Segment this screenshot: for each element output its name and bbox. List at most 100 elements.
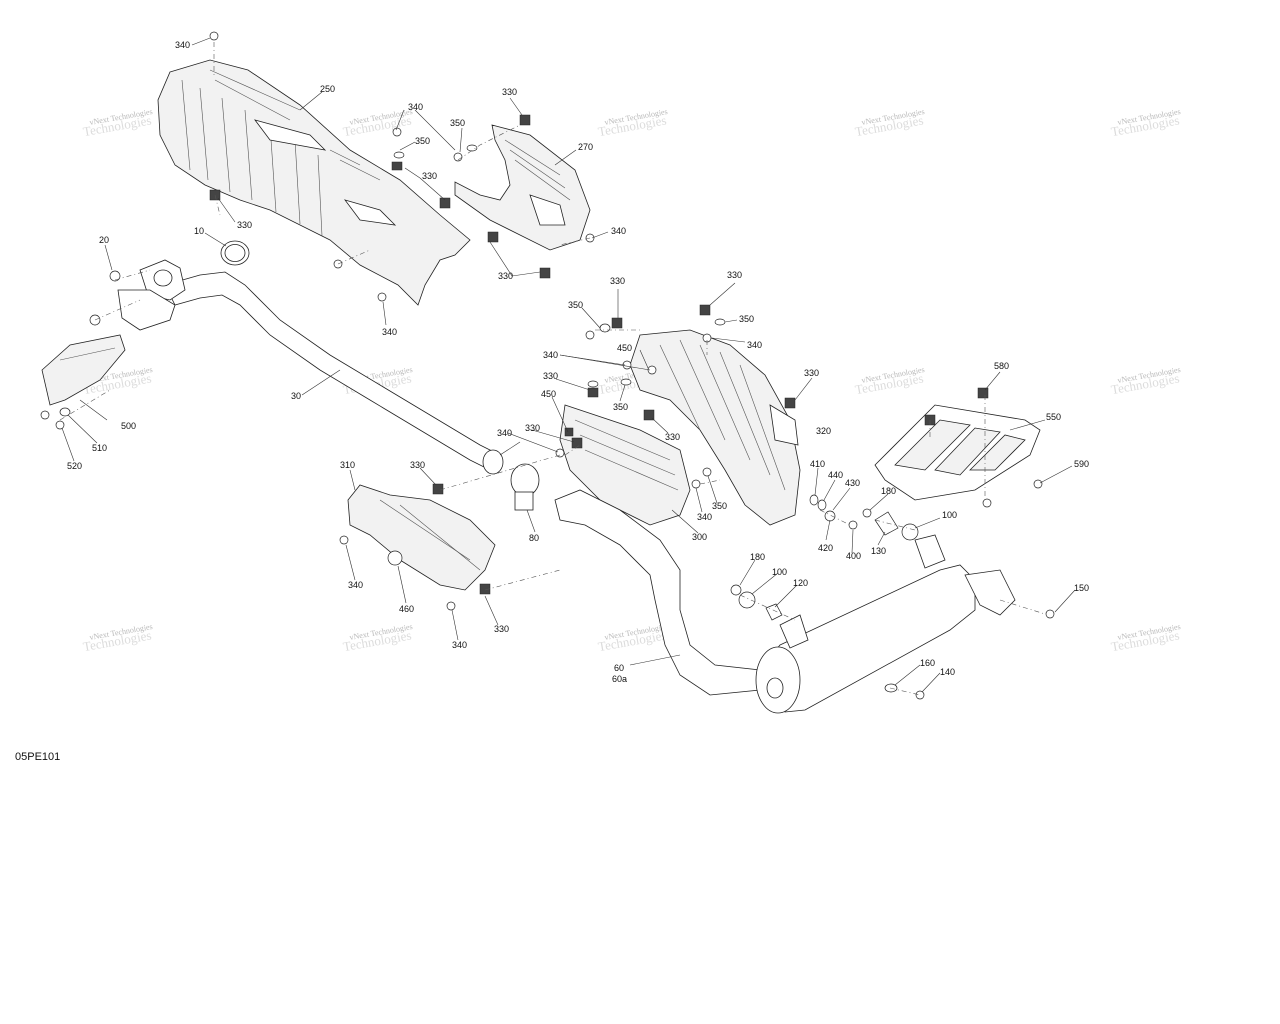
callout-label[interactable]: 340 bbox=[408, 102, 423, 112]
callout-label[interactable]: 330 bbox=[422, 171, 437, 181]
bolt-icon[interactable] bbox=[377, 292, 387, 302]
callout-label[interactable]: 510 bbox=[92, 443, 107, 453]
gasket-10[interactable] bbox=[220, 240, 250, 266]
callout-label[interactable]: 350 bbox=[415, 136, 430, 146]
callout-label[interactable]: 450 bbox=[617, 343, 632, 353]
clip-icon[interactable] bbox=[519, 114, 531, 126]
callout-label[interactable]: 310 bbox=[340, 460, 355, 470]
callout-label[interactable]: 350 bbox=[450, 118, 465, 128]
callout-label[interactable]: 520 bbox=[67, 461, 82, 471]
callout-label[interactable]: 250 bbox=[320, 84, 335, 94]
callout-label[interactable]: 330 bbox=[502, 87, 517, 97]
nut-icon[interactable] bbox=[109, 270, 121, 282]
sleeve-icon[interactable] bbox=[765, 603, 783, 621]
callout-label[interactable]: 350 bbox=[613, 402, 628, 412]
bolt-icon[interactable] bbox=[1033, 479, 1043, 489]
callout-label[interactable]: 500 bbox=[121, 421, 136, 431]
clamp-80[interactable] bbox=[510, 463, 540, 511]
bolt-icon[interactable] bbox=[848, 520, 858, 530]
callout-label[interactable]: 590 bbox=[1074, 459, 1089, 469]
exhaust-pipe-30[interactable] bbox=[117, 259, 504, 475]
heat-shield-250[interactable] bbox=[157, 59, 471, 306]
callout-label[interactable]: 120 bbox=[793, 578, 808, 588]
clip-icon[interactable] bbox=[571, 437, 583, 449]
callout-label[interactable]: 330 bbox=[525, 423, 540, 433]
washer-icon[interactable] bbox=[714, 318, 726, 326]
callout-label[interactable]: 180 bbox=[750, 552, 765, 562]
callout-label[interactable]: 430 bbox=[845, 478, 860, 488]
callout-label[interactable]: 330 bbox=[494, 624, 509, 634]
bolt-icon[interactable] bbox=[209, 31, 219, 41]
callout-label[interactable]: 100 bbox=[772, 567, 787, 577]
callout-label[interactable]: 330 bbox=[610, 276, 625, 286]
bolt-icon[interactable] bbox=[40, 410, 50, 420]
callout-label[interactable]: 460 bbox=[399, 604, 414, 614]
clip-icon[interactable] bbox=[977, 387, 989, 399]
callout-label[interactable]: 330 bbox=[410, 460, 425, 470]
washer-icon[interactable] bbox=[862, 508, 872, 518]
callout-label[interactable]: 160 bbox=[920, 658, 935, 668]
callout-label[interactable]: 330 bbox=[237, 220, 252, 230]
bracket-500[interactable] bbox=[41, 334, 126, 406]
bolt-icon[interactable] bbox=[585, 330, 595, 340]
callout-label[interactable]: 330 bbox=[498, 271, 513, 281]
clip-icon[interactable] bbox=[439, 197, 451, 209]
callout-label[interactable]: 340 bbox=[611, 226, 626, 236]
callout-label[interactable]: 340 bbox=[382, 327, 397, 337]
washer-icon[interactable] bbox=[702, 467, 712, 477]
callout-label[interactable]: 100 bbox=[942, 510, 957, 520]
bracket-310[interactable] bbox=[347, 484, 496, 591]
callout-label[interactable]: 340 bbox=[543, 350, 558, 360]
clip-icon[interactable] bbox=[784, 397, 796, 409]
muffler[interactable] bbox=[755, 534, 1016, 714]
callout-label[interactable]: 330 bbox=[727, 270, 742, 280]
washer-icon[interactable] bbox=[393, 151, 405, 159]
bolt-icon[interactable] bbox=[1045, 609, 1055, 619]
callout-label[interactable]: 340 bbox=[697, 512, 712, 522]
rubber-mount-icon[interactable] bbox=[738, 591, 756, 609]
callout-label[interactable]: 550 bbox=[1046, 412, 1061, 422]
rubber-mount-icon[interactable] bbox=[901, 523, 919, 541]
washer-icon[interactable] bbox=[809, 494, 819, 506]
callout-label[interactable]: 340 bbox=[497, 428, 512, 438]
callout-label[interactable]: 340 bbox=[348, 580, 363, 590]
callout-label[interactable]: 30 bbox=[291, 391, 301, 401]
callout-label[interactable]: 300 bbox=[692, 532, 707, 542]
heat-shield-270[interactable] bbox=[454, 124, 591, 251]
callout-label[interactable]: 340 bbox=[175, 40, 190, 50]
clip-icon[interactable] bbox=[587, 387, 599, 398]
callout-label[interactable]: 330 bbox=[665, 432, 680, 442]
washer-icon[interactable] bbox=[587, 380, 599, 388]
callout-label[interactable]: 60a bbox=[612, 674, 627, 684]
bolt-icon[interactable] bbox=[622, 360, 632, 370]
heat-shield-320[interactable] bbox=[629, 329, 801, 526]
callout-label[interactable]: 420 bbox=[818, 543, 833, 553]
clip-icon[interactable] bbox=[432, 483, 444, 495]
bolt-icon[interactable] bbox=[647, 365, 657, 375]
clip-icon[interactable] bbox=[479, 583, 491, 595]
clip-icon[interactable] bbox=[391, 161, 403, 171]
bolt-icon[interactable] bbox=[915, 690, 925, 700]
washer-icon[interactable] bbox=[730, 584, 742, 596]
callout-label[interactable]: 80 bbox=[529, 533, 539, 543]
bolt-icon[interactable] bbox=[446, 601, 456, 611]
callout-label[interactable]: 450 bbox=[541, 389, 556, 399]
heat-shield-550[interactable] bbox=[874, 404, 1041, 501]
callout-label[interactable]: 400 bbox=[846, 551, 861, 561]
callout-label[interactable]: 440 bbox=[828, 470, 843, 480]
washer-icon[interactable] bbox=[817, 499, 827, 511]
sleeve-icon[interactable] bbox=[874, 511, 899, 536]
clip-icon[interactable] bbox=[564, 427, 574, 437]
callout-label[interactable]: 320 bbox=[816, 426, 831, 436]
washer-icon[interactable] bbox=[599, 323, 611, 333]
callout-label[interactable]: 350 bbox=[739, 314, 754, 324]
bolt-icon[interactable] bbox=[982, 498, 992, 508]
callout-label[interactable]: 410 bbox=[810, 459, 825, 469]
bolt-icon[interactable] bbox=[392, 127, 402, 137]
spacer-icon[interactable] bbox=[824, 510, 836, 522]
callout-label[interactable]: 340 bbox=[747, 340, 762, 350]
callout-label[interactable]: 130 bbox=[871, 546, 886, 556]
washer-icon[interactable] bbox=[466, 144, 478, 152]
washer-icon[interactable] bbox=[620, 378, 632, 386]
heat-shield-300[interactable] bbox=[559, 404, 691, 526]
